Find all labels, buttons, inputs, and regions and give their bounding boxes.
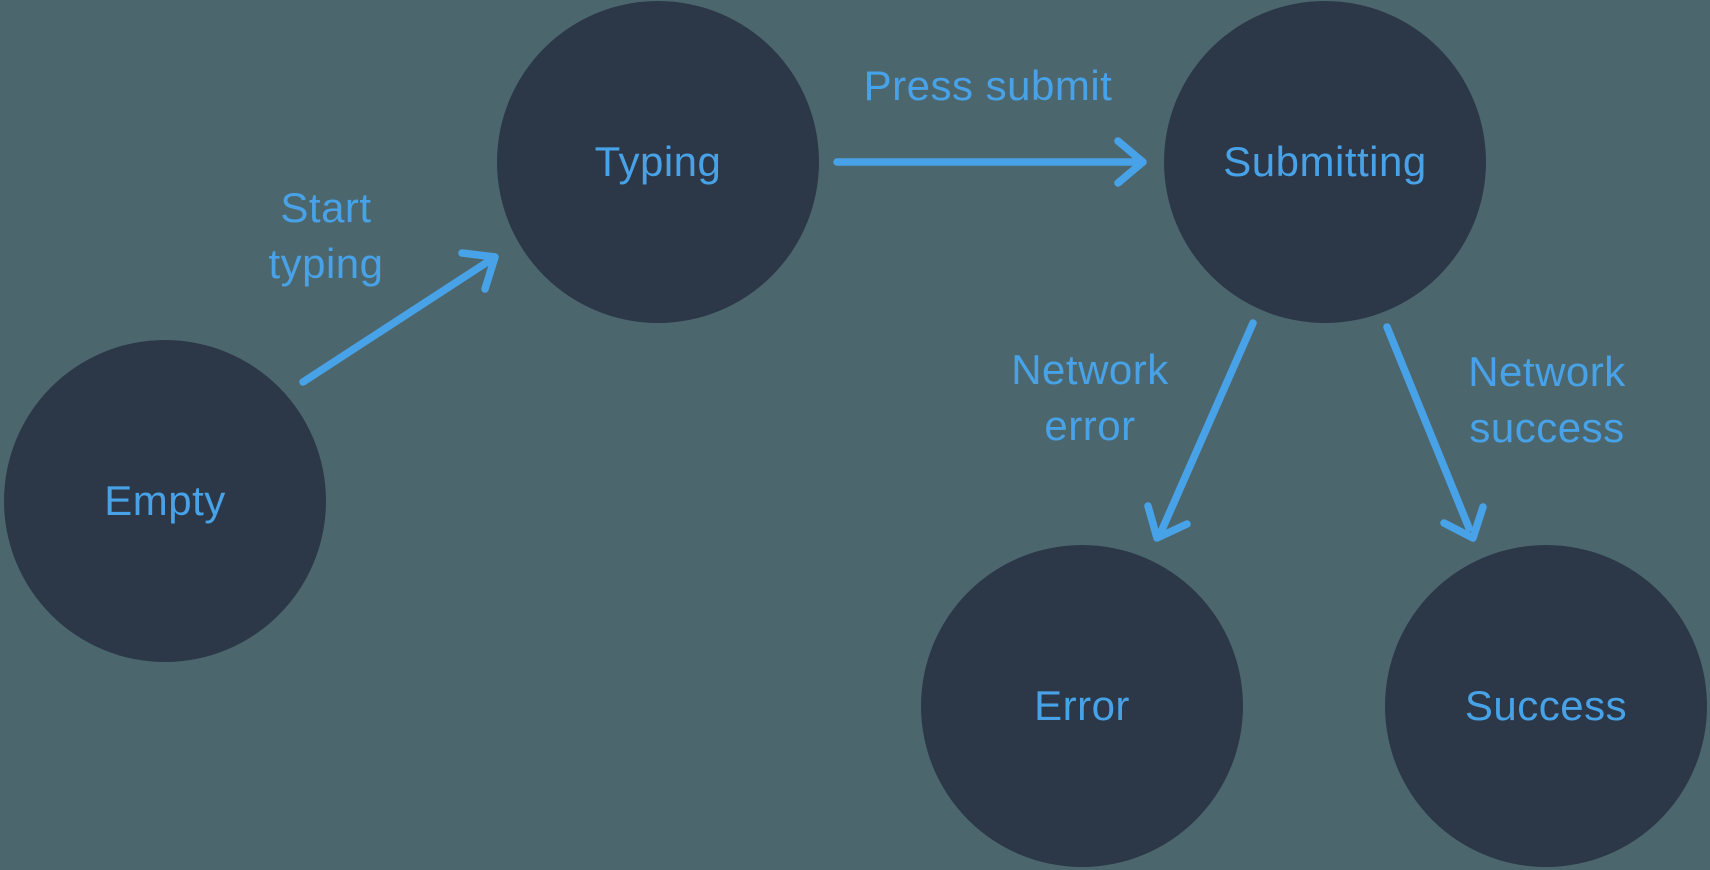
arrow-start-typing-head: [458, 249, 499, 293]
state-node-submitting: Submitting: [1164, 1, 1486, 323]
arrow-press-submit-head: [1114, 137, 1147, 187]
arrow-press-submit: [833, 137, 1147, 187]
state-node-label: Error: [1034, 682, 1130, 729]
state-node-label: Empty: [104, 477, 226, 524]
transition-label-start-typing: Start typing: [268, 184, 384, 287]
state-node-label: Submitting: [1223, 138, 1427, 185]
transition-label-press-submit: Press submit: [863, 62, 1113, 109]
state-node-label: Typing: [594, 138, 722, 185]
state-node-label: Success: [1464, 682, 1628, 729]
state-node-success: Success: [1385, 545, 1707, 867]
arrow-network-error-head: [1144, 502, 1191, 542]
state-node-error: Error: [921, 545, 1243, 867]
state-node-empty: Empty: [4, 340, 326, 662]
arrow-network-success-head: [1440, 503, 1487, 542]
transition-label-network-error: Network error: [1011, 346, 1169, 449]
transition-label-network-success: Network success: [1468, 348, 1626, 451]
state-node-typing: Typing: [497, 1, 819, 323]
